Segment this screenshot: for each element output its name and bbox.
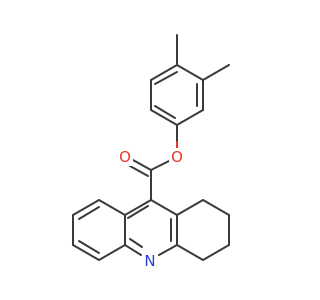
nitrogen-atom: N [142, 252, 158, 270]
nitrogen-label: N [144, 252, 155, 270]
core-bond-c9-c9a [124, 199, 152, 216]
aryl-bond-1 [176, 64, 204, 81]
benzo-bond-4-inner [78, 240, 100, 254]
aryl-bond-6 [150, 64, 178, 81]
aryl-bond-6-inner [154, 71, 178, 85]
cyclo-bond-1 [176, 199, 204, 216]
benzo-bond-4 [72, 244, 100, 261]
benzo-bond-2-inner [78, 206, 100, 220]
ester-oxygen-label: O [171, 148, 183, 166]
benzo-bond-2 [72, 199, 100, 216]
carbonyl-double-bond-a [132, 159, 152, 171]
ester-oxygen-atom: O [169, 148, 185, 166]
molecule-structure: O O N [72, 34, 230, 270]
methyl-bond-right [202, 64, 230, 81]
aryl-bond-3 [176, 109, 204, 126]
carbonyl-oxygen-label: O [119, 148, 131, 166]
atom-labels: O O N [117, 148, 185, 270]
o-carbonyl-carbon-bond [150, 159, 172, 171]
cyclo-bond-5 [176, 244, 204, 261]
core-bond-c4a-n-inner [129, 238, 143, 248]
bond-lines [72, 34, 230, 261]
core-bond-c9-c9a-inner [127, 205, 149, 219]
benzo-bond-5 [98, 244, 126, 261]
core-bond-c4a-n [124, 244, 142, 256]
cyclo-bond-2 [202, 199, 230, 216]
aryl-bond-4 [150, 109, 178, 126]
carbonyl-oxygen-atom: O [117, 148, 133, 166]
benzo-bond-1 [98, 199, 126, 216]
cyclo-bond-4 [202, 244, 230, 261]
core-bond-n-c10a [158, 244, 178, 256]
aryl-bond-4-inner [154, 105, 176, 119]
core-bond-c8a-c9 [150, 199, 178, 216]
carbonyl-double-bond-b [129, 165, 149, 177]
